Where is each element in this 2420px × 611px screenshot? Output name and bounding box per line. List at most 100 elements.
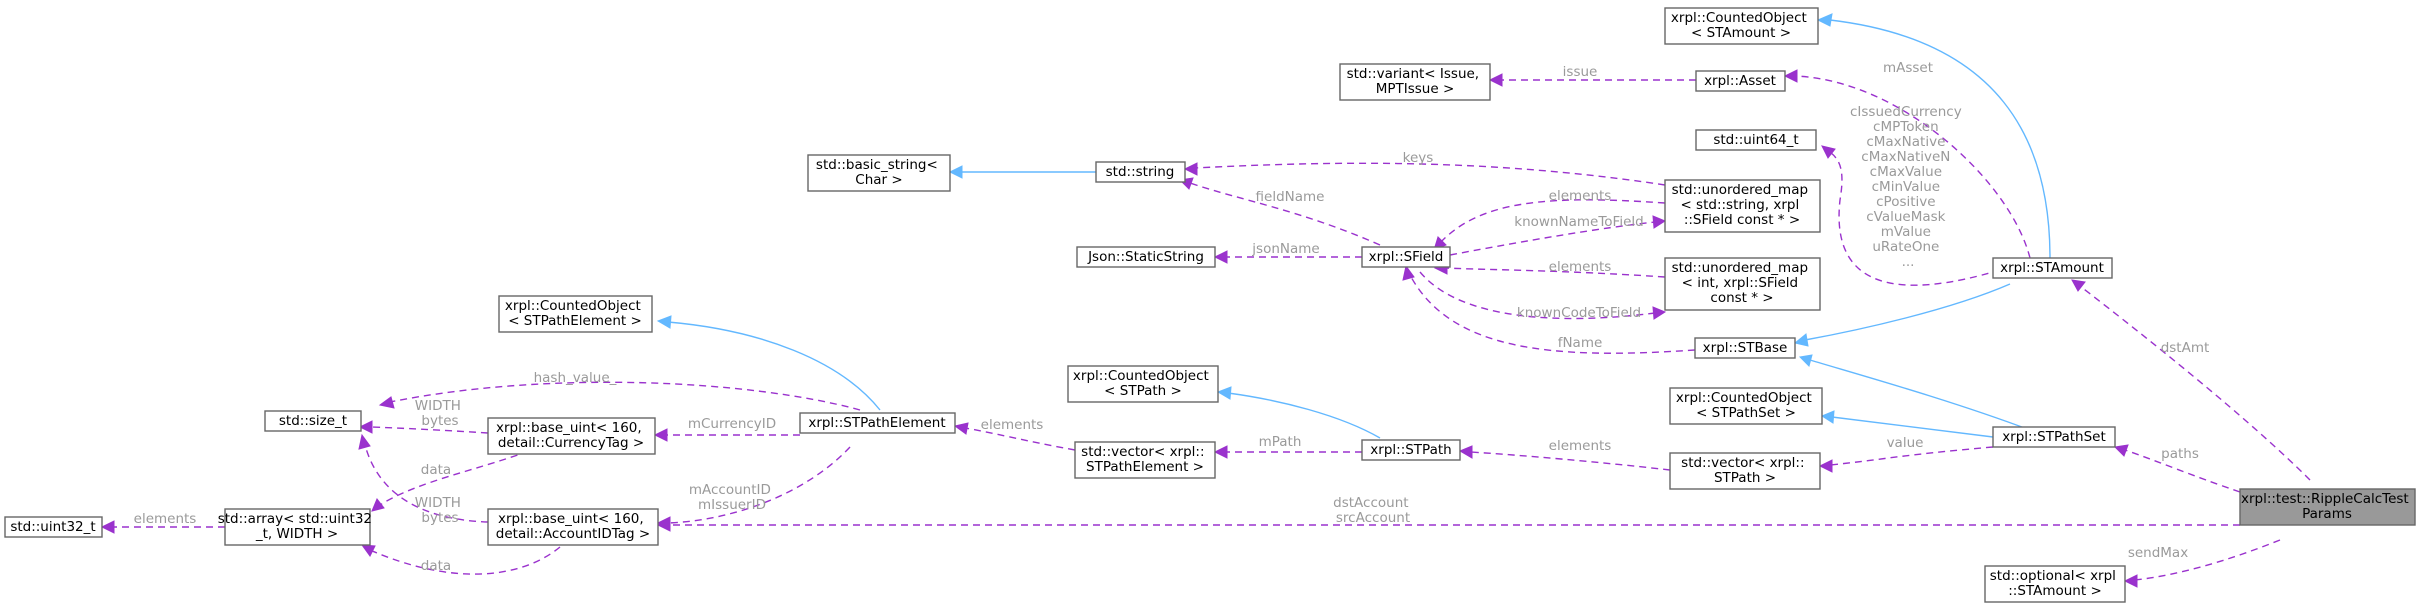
svg-text:Json::StaticString: Json::StaticString: [1087, 249, 1204, 265]
node-json-static-string[interactable]: Json::StaticString: [1076, 246, 1216, 268]
svg-text:std::unordered_map < s: std::unordered_map < std::string, xrpl :…: [1672, 182, 1813, 228]
edge-sfield-to-umap-string: [1449, 221, 1656, 256]
edge-label-jsonname: jsonName: [1251, 241, 1319, 257]
edge-label-elements-pe: elements: [981, 417, 1044, 433]
edge-label-paths: paths: [2161, 446, 2199, 462]
edge-stpathelement-to-size-t: [389, 381, 861, 411]
svg-text:std::optional< xrpl ::: std::optional< xrpl ::STAmount >: [1990, 568, 2120, 599]
node-stbase[interactable]: xrpl::STBase: [1694, 337, 1796, 359]
svg-text:std::uint64_t: std::uint64_t: [1713, 132, 1798, 148]
svg-text:xrpl::base_uint< 160,: xrpl::base_uint< 160, detail::CurrencyTa…: [496, 420, 646, 451]
svg-text:std::uint32_t: std::uint32_t: [10, 519, 95, 535]
edge-label-knowncodetofield: knownCodeToField: [1517, 305, 1641, 321]
edge-label-elements-arr: elements: [134, 511, 197, 527]
node-base-uint-currency[interactable]: xrpl::base_uint< 160, detail::CurrencyTa…: [487, 417, 656, 455]
node-base-uint-account[interactable]: xrpl::base_uint< 160, detail::AccountIDT…: [487, 508, 659, 546]
edge-stamount-to-countedobject: [1829, 19, 2051, 259]
svg-text:std::variant< Issue, M: std::variant< Issue, MPTIssue >: [1347, 66, 1484, 97]
edge-stpath-to-countedobject: [1227, 392, 1381, 439]
node-uint32[interactable]: std::uint32_t: [4, 516, 103, 538]
edges: [100, 13, 2311, 588]
edge-label-hash-value: hash_value_: [534, 370, 617, 386]
node-vector-stpathelement[interactable]: std::vector< xrpl:: STPathElement >: [1074, 441, 1216, 479]
svg-text:xrpl::test::RippleCalcTest: xrpl::test::RippleCalcTest Params: [2241, 491, 2413, 522]
svg-text:xrpl::Asset: xrpl::Asset: [1704, 73, 1776, 89]
edge-umap-string-to-string: [1194, 162, 1666, 186]
node-basic-string[interactable]: std::basic_string< Char >: [807, 154, 951, 192]
edge-sfield-to-umap-int: [1419, 271, 1656, 320]
svg-text:xrpl::STPathElement: xrpl::STPathElement: [808, 415, 945, 431]
edge-label-issue: issue: [1563, 64, 1598, 80]
node-stpathset[interactable]: xrpl::STPathSet: [1992, 426, 2116, 448]
svg-text:std::string: std::string: [1106, 164, 1175, 180]
edge-ripplecalc-to-stpathset: [2124, 449, 2241, 493]
edge-label-data-acc: data: [421, 558, 451, 574]
node-unordered-map-string[interactable]: std::unordered_map < std::string, xrpl :…: [1664, 179, 1821, 233]
node-vector-stpath[interactable]: std::vector< xrpl:: STPath >: [1669, 452, 1821, 490]
node-asset[interactable]: xrpl::Asset: [1695, 70, 1786, 92]
edge-label-dstaccount: dstAccount srcAccount: [1333, 495, 1413, 526]
edge-ripplecalc-to-stamount: [2079, 285, 2311, 481]
edge-label-mpath: mPath: [1259, 434, 1302, 450]
edge-vector-stpathelement-to-stpathelement: [964, 427, 1076, 451]
edge-sfield-to-string: [1189, 182, 1381, 246]
edge-stamount-to-stbase: [1804, 283, 2011, 341]
node-string[interactable]: std::string: [1095, 161, 1186, 183]
edge-labels: issue mAsset keys fieldName elements kno…: [134, 60, 2210, 574]
edge-label-fieldname: fieldName: [1256, 189, 1325, 205]
svg-text:xrpl::CountedObject <: xrpl::CountedObject < STPathSet >: [1676, 390, 1816, 421]
svg-text:std::basic_string< Cha: std::basic_string< Char >: [816, 157, 942, 188]
svg-text:xrpl::STPathSet: xrpl::STPathSet: [2002, 429, 2106, 445]
edge-umap-string-to-sfield: [1439, 199, 1666, 244]
node-size-t[interactable]: std::size_t: [264, 410, 362, 432]
edge-label-value: value: [1887, 435, 1924, 451]
edge-label-keys: keys: [1403, 150, 1434, 166]
edge-vector-stpath-to-stpath: [1469, 451, 1671, 471]
svg-text:xrpl::base_uint< 160,: xrpl::base_uint< 160, detail::AccountIDT…: [496, 511, 650, 542]
edge-label-width-bytes-cur: WIDTH bytes: [415, 398, 465, 429]
svg-text:std::size_t: std::size_t: [279, 413, 347, 429]
node-stpath[interactable]: xrpl::STPath: [1361, 439, 1461, 461]
nodes: xrpl::CountedObject < STAmount > std::va…: [4, 7, 2416, 603]
node-array-uint32[interactable]: std::array< std::uint32 _t, WIDTH >: [218, 508, 377, 546]
svg-text:std::array< std::uint32: std::array< std::uint32 _t, WIDTH >: [218, 511, 377, 542]
node-sfield[interactable]: xrpl::SField: [1361, 246, 1451, 268]
edge-stpathset-to-countedobject: [1831, 416, 1994, 438]
edge-label-width-bytes-acc: WIDTH bytes: [415, 495, 465, 526]
node-optional-stamount[interactable]: std::optional< xrpl ::STAmount >: [1984, 565, 2126, 603]
svg-text:xrpl::CountedObject <: xrpl::CountedObject < STAmount >: [1671, 10, 1811, 41]
edge-base-uint-account-to-size-t: [364, 444, 489, 523]
edge-label-knownnametofield: knownNameToField: [1514, 214, 1643, 230]
node-ripplecalctest-params[interactable]: xrpl::test::RippleCalcTest Params: [2239, 488, 2416, 526]
node-countedobject-stpathset[interactable]: xrpl::CountedObject < STPathSet >: [1669, 387, 1823, 425]
edge-label-elements-str: elements: [1549, 188, 1612, 204]
node-variant-issue[interactable]: std::variant< Issue, MPTIssue >: [1339, 63, 1491, 101]
svg-text:xrpl::STAmount: xrpl::STAmount: [2000, 260, 2104, 276]
edge-label-elements-path: elements: [1549, 438, 1612, 454]
svg-text:xrpl::STBase: xrpl::STBase: [1703, 340, 1788, 356]
node-uint64[interactable]: std::uint64_t: [1695, 129, 1817, 151]
node-stamount[interactable]: xrpl::STAmount: [1992, 257, 2113, 279]
edge-stpathset-to-stbase: [1809, 359, 2031, 431]
svg-text:xrpl::CountedObject <: xrpl::CountedObject < STPathElement >: [505, 298, 645, 329]
svg-text:std::unordered_map < i: std::unordered_map < int, xrpl::SField c…: [1672, 260, 1813, 306]
edge-umap-int-to-sfield: [1444, 267, 1666, 278]
node-countedobject-stamount[interactable]: xrpl::CountedObject < STAmount >: [1664, 7, 1819, 45]
edge-label-fname: fName: [1558, 335, 1603, 351]
edge-label-maccountid: mAccountID mIssuerID: [689, 482, 775, 513]
edge-label-masset: mAsset: [1883, 60, 1933, 76]
node-countedobject-stpath[interactable]: xrpl::CountedObject < STPath >: [1067, 365, 1219, 403]
node-unordered-map-int[interactable]: std::unordered_map < int, xrpl::SField c…: [1664, 257, 1821, 311]
edge-stpathelement-to-countedobject: [667, 321, 881, 411]
edge-stamount-to-asset: [1794, 75, 2031, 259]
edge-base-uint-account-to-array: [369, 546, 561, 575]
edge-ripplecalc-to-optional-stamount: [2134, 539, 2281, 581]
edge-label-stamount-consts: cIssuedCurrency cMPToken cMaxNative cMax…: [1850, 104, 1966, 270]
edge-label-mcurrencyid: mCurrencyID: [688, 416, 776, 432]
svg-text:xrpl::SField: xrpl::SField: [1369, 249, 1444, 265]
svg-text:std::vector< xrpl:: ST: std::vector< xrpl:: STPathElement >: [1081, 444, 1209, 475]
node-countedobject-stpathelement[interactable]: xrpl::CountedObject < STPathElement >: [498, 295, 653, 333]
node-stpathelement[interactable]: xrpl::STPathElement: [799, 412, 956, 434]
edge-label-elements-int: elements: [1549, 259, 1612, 275]
